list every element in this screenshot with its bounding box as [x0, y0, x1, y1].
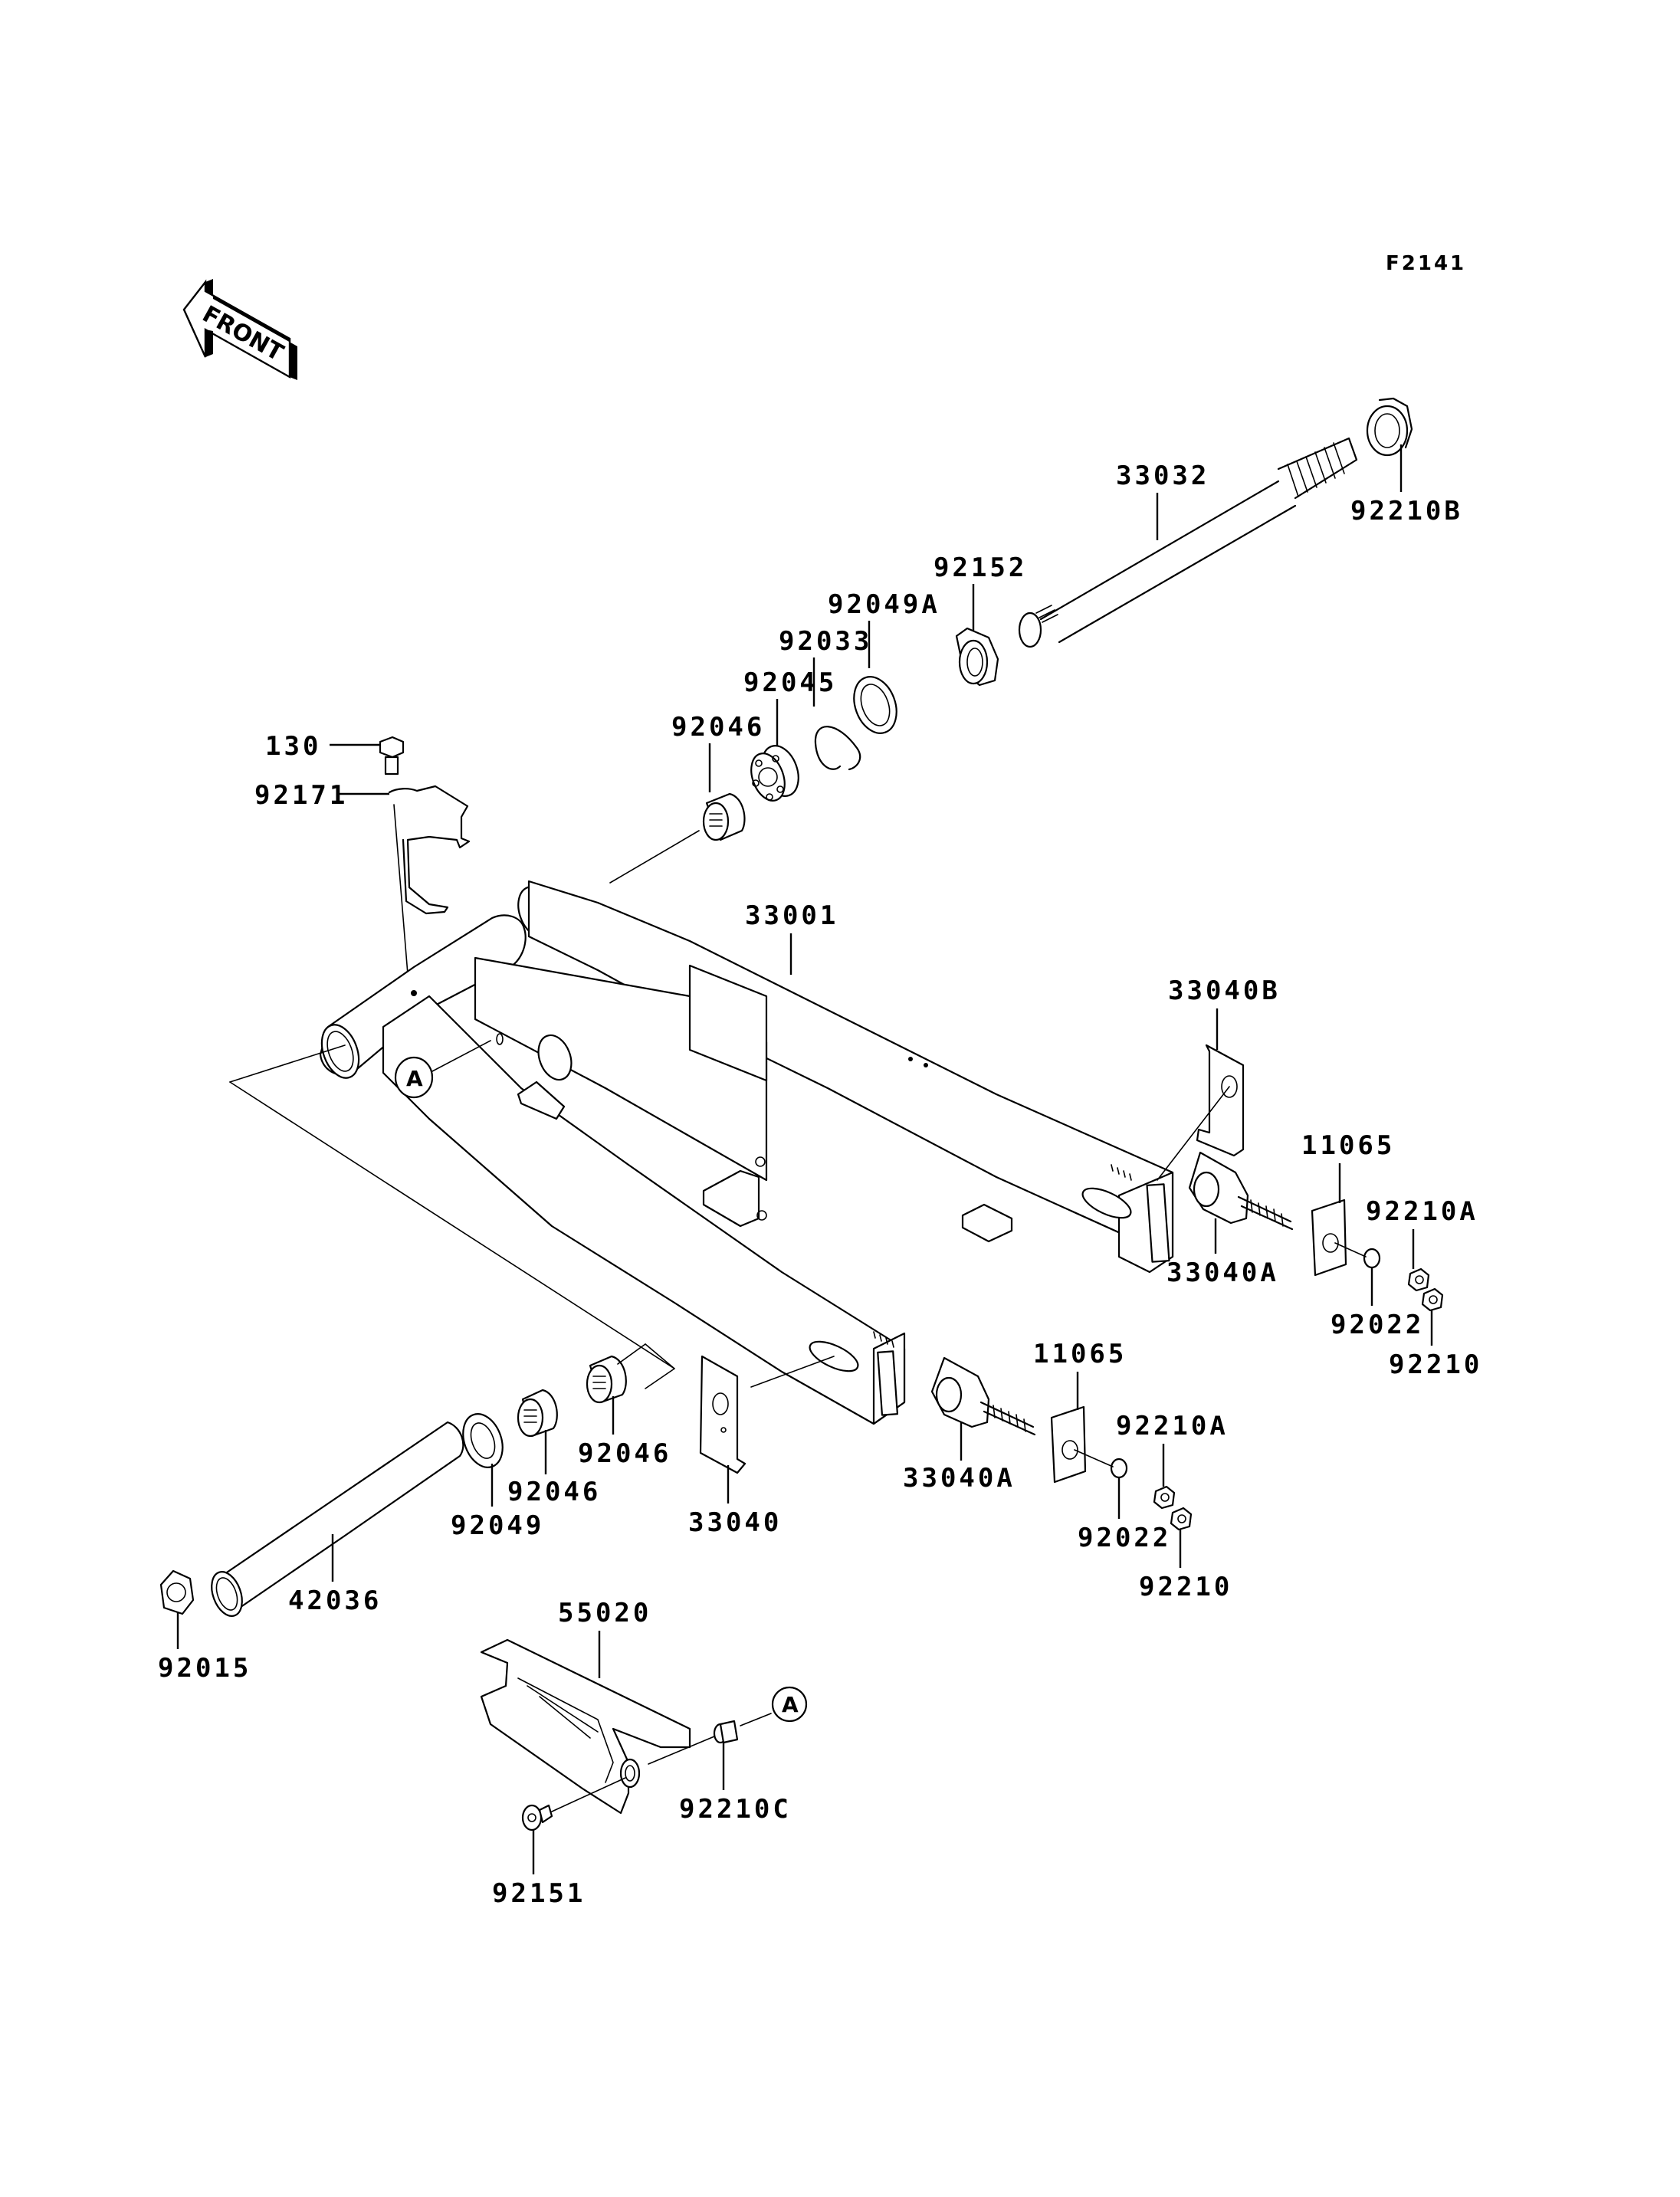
- seal-92049a: [853, 676, 897, 734]
- label-92152: 92152: [934, 553, 1027, 583]
- reference-marker-a-swingarm: A: [394, 1040, 491, 1099]
- svg-text:A: A: [406, 1066, 423, 1091]
- label-11065-right: 11065: [1301, 1130, 1395, 1161]
- plate-11065-mid: [1050, 1405, 1087, 1484]
- nut-92015: [159, 1569, 195, 1615]
- label-92022-right: 92022: [1331, 1310, 1424, 1340]
- reference-marker-a-chainguide: A: [740, 1686, 808, 1726]
- bracket-33040: [699, 1355, 835, 1474]
- label-92046-top: 92046: [671, 712, 765, 743]
- nut-92210-right: [1421, 1287, 1444, 1312]
- label-33040b: 33040B: [1168, 976, 1281, 1006]
- label-92046-a: 92046: [507, 1477, 601, 1507]
- label-92015: 92015: [158, 1653, 251, 1684]
- swingarm-33001: [319, 880, 1174, 1425]
- label-92210-right: 92210: [1389, 1349, 1482, 1380]
- plate-11065-right: [1311, 1199, 1347, 1277]
- nut-92210-mid: [1170, 1507, 1193, 1531]
- pivot-shaft-42036: [211, 1421, 464, 1617]
- label-92049: 92049: [451, 1510, 544, 1541]
- adjuster-33040a-right: [1188, 1151, 1294, 1231]
- bolt-92151: [521, 1777, 626, 1831]
- label-33001: 33001: [745, 900, 838, 931]
- seal-92049: [462, 1413, 504, 1468]
- label-55020: 55020: [558, 1598, 651, 1628]
- label-33040: 33040: [688, 1507, 782, 1538]
- label-92210-mid: 92210: [1139, 1572, 1232, 1602]
- nut-92210b: [1366, 397, 1413, 457]
- label-92022-mid: 92022: [1078, 1523, 1171, 1553]
- clamp-92171: [388, 785, 471, 915]
- label-33032: 33032: [1116, 461, 1209, 491]
- bolt-130: [379, 736, 405, 776]
- figure-reference: F2141: [1386, 252, 1466, 275]
- nut-92210a-mid: [1153, 1485, 1176, 1510]
- label-92210c: 92210C: [679, 1794, 792, 1825]
- label-92046-b: 92046: [578, 1438, 671, 1469]
- label-92210a-mid: 92210A: [1116, 1411, 1229, 1441]
- bracket-33040b: [1157, 1044, 1245, 1181]
- needle-bearing-92046-top: [702, 792, 746, 841]
- label-92210b: 92210B: [1350, 496, 1463, 526]
- circlip-92033: [814, 726, 861, 771]
- label-92033: 92033: [779, 626, 872, 657]
- label-33040a-right: 33040A: [1166, 1258, 1279, 1288]
- nut-92210a-right: [1407, 1267, 1430, 1292]
- label-92049a: 92049A: [828, 589, 940, 620]
- axle-33032: [1018, 437, 1358, 648]
- label-33040a-mid: 33040A: [903, 1463, 1016, 1494]
- chain-guide-55020: [480, 1638, 691, 1815]
- needle-bearing-92046-b: [586, 1343, 675, 1404]
- washer-92022-mid: [1074, 1449, 1128, 1479]
- label-92151: 92151: [492, 1878, 586, 1909]
- svg-text:A: A: [782, 1692, 799, 1717]
- label-42036: 42036: [288, 1585, 382, 1616]
- bearing-92045: [750, 745, 799, 802]
- collar-92152: [955, 627, 999, 687]
- label-92045: 92045: [743, 667, 837, 698]
- front-arrow-icon: FRONT: [182, 279, 297, 380]
- label-92171: 92171: [254, 780, 348, 811]
- label-92210a-right: 92210A: [1366, 1196, 1478, 1227]
- collar-92210c: [648, 1720, 739, 1765]
- label-11065-mid: 11065: [1033, 1339, 1127, 1369]
- needle-bearing-92046-a: [517, 1389, 558, 1438]
- adjuster-33040a-mid: [930, 1356, 1036, 1436]
- label-130: 130: [265, 731, 321, 762]
